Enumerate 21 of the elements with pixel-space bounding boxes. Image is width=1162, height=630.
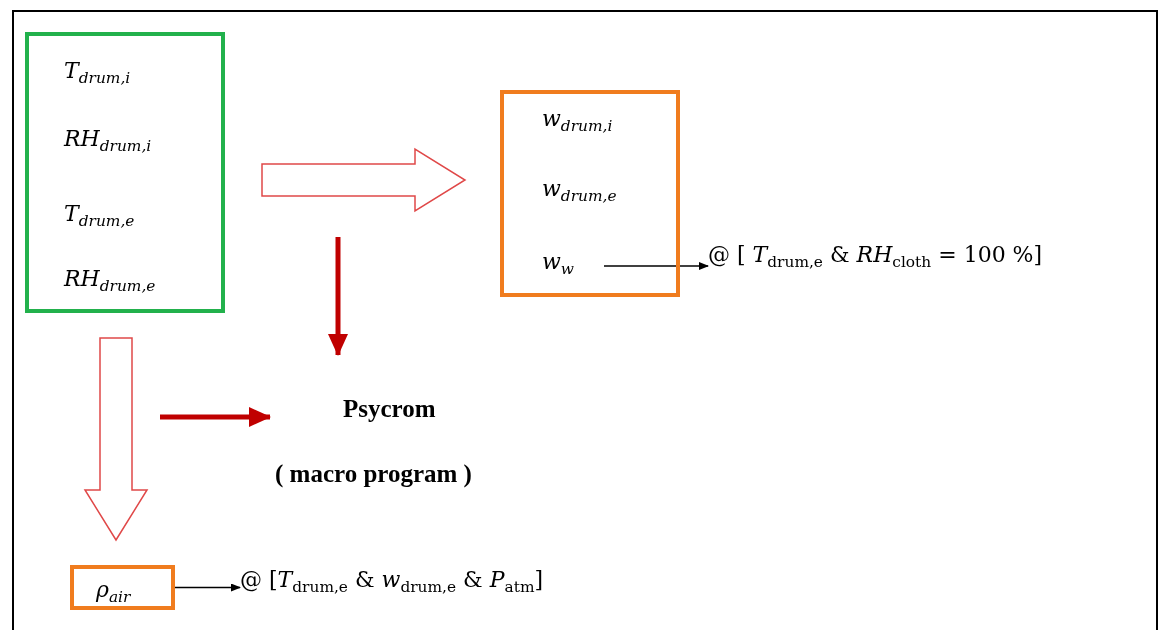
math-text: w$_{drum,i}$ xyxy=(542,106,613,136)
output-box xyxy=(500,90,680,297)
math-text: w$_{drum,e}$ xyxy=(542,176,617,206)
math-text: RH$_{drum,i}$ xyxy=(64,126,152,156)
density-box xyxy=(70,565,175,610)
arrow xyxy=(160,407,271,427)
program-text: ( macro program ) xyxy=(275,460,472,488)
math-text: @ [T$_{drum,e}$ & w$_{drum,e}$ & P$_{atm}$] xyxy=(240,567,544,597)
math-text: RH$_{drum,e}$ xyxy=(64,266,156,296)
program-text: Psycrom xyxy=(343,395,436,423)
hollow-arrow xyxy=(83,337,149,542)
hollow-arrow xyxy=(261,147,467,213)
math-text: ρ$_{air}$ xyxy=(96,577,131,607)
math-text: T$_{drum,i}$ xyxy=(64,58,131,88)
arrow xyxy=(328,237,348,356)
arrow xyxy=(603,262,709,270)
arrow xyxy=(174,583,241,592)
math-text: w$_{w}$ xyxy=(542,249,575,279)
math-text: T$_{drum,e}$ xyxy=(64,201,135,231)
input-box xyxy=(25,32,225,313)
math-text: @ [ T$_{drum,e}$ & RH$_{cloth}$ = 100 %] xyxy=(708,242,1043,272)
